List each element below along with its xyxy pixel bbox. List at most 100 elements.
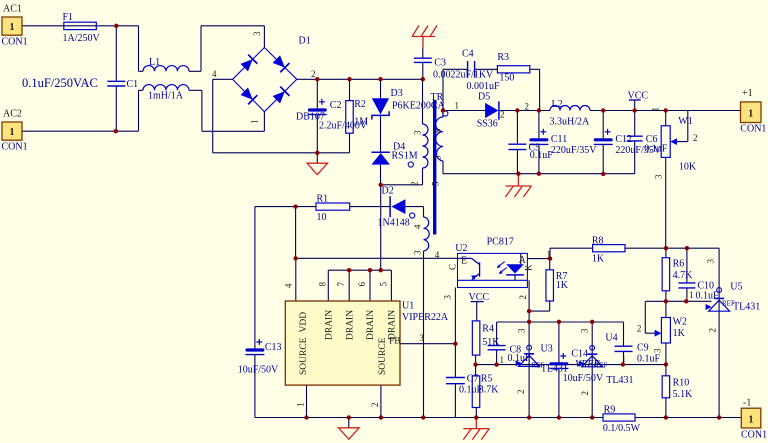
- svg-text:P6KE200CA: P6KE200CA: [392, 101, 446, 112]
- svg-text:U4: U4: [605, 333, 617, 344]
- svg-text:1: 1: [547, 250, 552, 260]
- svg-text:51K: 51K: [482, 337, 500, 348]
- svg-text:VCC: VCC: [469, 292, 490, 303]
- svg-text:D4: D4: [393, 142, 405, 153]
- svg-text:3: 3: [580, 328, 590, 333]
- svg-text:+1: +1: [742, 88, 753, 99]
- svg-text:REF: REF: [532, 362, 545, 370]
- svg-text:4: 4: [412, 224, 422, 229]
- svg-text:0.1uF: 0.1uF: [637, 354, 661, 365]
- svg-text:2: 2: [500, 110, 505, 120]
- svg-text:TL431: TL431: [733, 302, 760, 313]
- svg-text:SOURCE: SOURCE: [378, 337, 388, 375]
- svg-text:C7: C7: [467, 374, 479, 385]
- svg-text:REF: REF: [722, 300, 735, 308]
- svg-text:CON1: CON1: [740, 124, 766, 135]
- svg-text:3: 3: [517, 328, 527, 333]
- svg-text:3: 3: [433, 155, 443, 160]
- svg-text:AC2: AC2: [3, 109, 22, 120]
- svg-text:DRAIN: DRAIN: [366, 310, 376, 340]
- svg-text:0.1uF/250VAC: 0.1uF/250VAC: [22, 76, 98, 90]
- svg-text:8.7K: 8.7K: [479, 385, 500, 396]
- svg-text:5: 5: [378, 282, 388, 287]
- svg-text:C5: C5: [529, 143, 541, 154]
- svg-text:C10: C10: [697, 281, 714, 292]
- svg-text:FB: FB: [389, 337, 401, 347]
- svg-text:1: 1: [689, 290, 694, 300]
- svg-text:R8: R8: [592, 236, 604, 247]
- svg-text:2: 2: [580, 391, 590, 396]
- svg-text:W1: W1: [678, 116, 692, 127]
- svg-text:R6: R6: [673, 259, 685, 270]
- svg-text:C14: C14: [571, 349, 588, 360]
- svg-text:220uF/35V: 220uF/35V: [615, 145, 661, 156]
- svg-text:2: 2: [311, 69, 316, 79]
- svg-text:0.1uF: 0.1uF: [644, 144, 668, 155]
- svg-text:1K: 1K: [673, 328, 686, 339]
- svg-text:1: 1: [10, 127, 15, 138]
- svg-text:3: 3: [706, 259, 716, 264]
- svg-text:U1: U1: [402, 301, 414, 312]
- svg-text:C13: C13: [265, 342, 282, 353]
- svg-text:3: 3: [653, 348, 663, 353]
- svg-text:L1: L1: [149, 57, 160, 68]
- svg-text:U5: U5: [730, 282, 742, 293]
- svg-text:10uF/50V: 10uF/50V: [563, 373, 604, 384]
- svg-text:1N4148: 1N4148: [378, 218, 410, 229]
- svg-text:4.7K: 4.7K: [673, 270, 694, 281]
- svg-text:5: 5: [431, 181, 441, 186]
- svg-text:C6: C6: [646, 134, 658, 145]
- svg-text:C2: C2: [330, 100, 342, 111]
- svg-text:1: 1: [651, 107, 661, 112]
- svg-text:3: 3: [419, 333, 424, 343]
- svg-text:R1: R1: [317, 194, 329, 205]
- svg-text:D2: D2: [382, 186, 394, 197]
- svg-text:2: 2: [525, 102, 530, 112]
- svg-text:AC1: AC1: [3, 4, 22, 15]
- svg-text:VIPER22A: VIPER22A: [402, 312, 449, 323]
- svg-text:4: 4: [435, 250, 440, 260]
- svg-text:C1: C1: [127, 79, 139, 90]
- svg-text:TL431: TL431: [541, 364, 568, 375]
- svg-text:RS1M: RS1M: [392, 151, 418, 162]
- svg-text:CON1: CON1: [2, 142, 28, 153]
- svg-text:1M: 1M: [354, 117, 368, 128]
- svg-text:5.1K: 5.1K: [673, 389, 694, 400]
- svg-text:C3: C3: [434, 58, 446, 69]
- svg-text:W2: W2: [673, 317, 687, 328]
- svg-text:3: 3: [252, 31, 262, 36]
- svg-text:1: 1: [250, 120, 260, 125]
- svg-text:0.1/0.5W: 0.1/0.5W: [603, 423, 641, 434]
- svg-text:1K: 1K: [556, 280, 569, 291]
- svg-text:1: 1: [622, 354, 627, 364]
- svg-text:2: 2: [370, 403, 380, 408]
- svg-text:4: 4: [284, 283, 294, 288]
- svg-text:2: 2: [708, 328, 718, 333]
- svg-text:0.001uF: 0.001uF: [467, 81, 501, 92]
- svg-text:DRAIN: DRAIN: [345, 310, 355, 340]
- svg-text:0.1uF: 0.1uF: [508, 353, 532, 364]
- svg-text:1A/250V: 1A/250V: [63, 33, 101, 44]
- svg-text:8: 8: [317, 282, 327, 287]
- svg-text:D5: D5: [478, 92, 490, 103]
- svg-text:R3: R3: [497, 52, 509, 63]
- svg-text:0.0022uF/1KV: 0.0022uF/1KV: [433, 70, 494, 81]
- svg-text:D3: D3: [391, 88, 403, 99]
- svg-text:VCC: VCC: [628, 91, 649, 102]
- svg-text:4: 4: [212, 69, 217, 79]
- svg-text:6: 6: [357, 282, 367, 287]
- svg-text:C8: C8: [510, 345, 522, 356]
- svg-text:C4: C4: [462, 49, 474, 60]
- svg-text:F1: F1: [63, 12, 74, 23]
- svg-text:E: E: [461, 256, 467, 267]
- svg-text:10uF/50V: 10uF/50V: [238, 365, 279, 376]
- svg-text:1: 1: [455, 101, 460, 111]
- svg-text:R4: R4: [482, 324, 494, 335]
- svg-text:TL431: TL431: [606, 375, 633, 386]
- svg-text:D1: D1: [299, 36, 311, 47]
- svg-text:CON1: CON1: [741, 430, 767, 441]
- svg-text:DRAIN: DRAIN: [388, 310, 398, 340]
- svg-text:2.2uF/400V: 2.2uF/400V: [319, 121, 368, 132]
- svg-text:C9: C9: [637, 343, 649, 354]
- svg-text:2: 2: [637, 324, 642, 334]
